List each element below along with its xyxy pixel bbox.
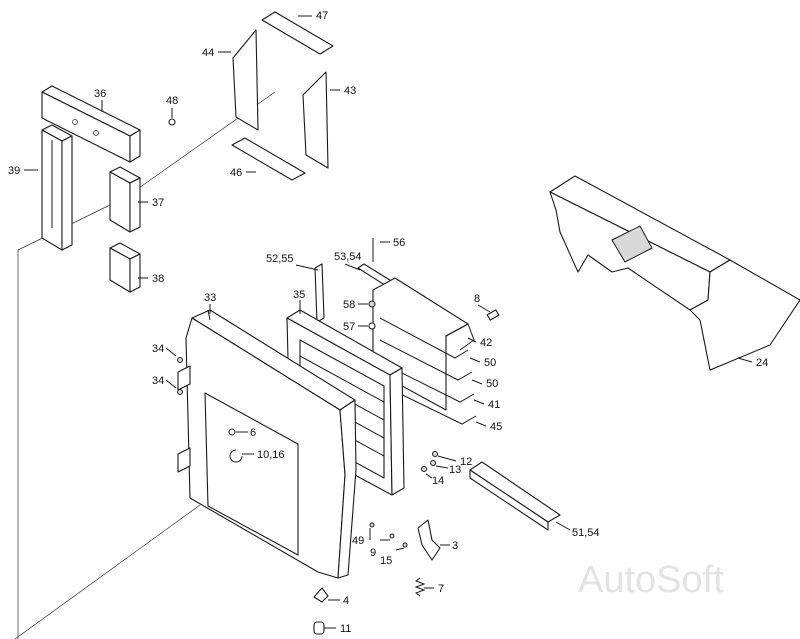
part-48-bolt (168, 118, 176, 126)
callout-49: 49 (352, 535, 364, 547)
part-7-spring (414, 577, 426, 597)
callout-58: 58 (343, 299, 355, 311)
callout-38: 38 (152, 273, 164, 285)
callout-52-55: 52,55 (266, 253, 294, 265)
callout-4: 4 (343, 595, 349, 607)
leader-lines (24, 15, 753, 629)
callout-36: 36 (94, 88, 106, 100)
callout-46: 46 (230, 167, 242, 179)
part-39-upright (41, 124, 73, 251)
callout-33: 33 (204, 292, 216, 304)
callout-34b: 34 (152, 375, 164, 387)
callout-3: 3 (452, 540, 458, 552)
callout-50a: 50 (484, 357, 496, 369)
callout-15: 15 (380, 555, 392, 567)
callout-11: 11 (340, 623, 351, 635)
callout-14: 14 (432, 475, 444, 487)
part-44-side-panel-left (232, 29, 259, 131)
part-24-shroud (549, 175, 800, 371)
callout-9: 9 (370, 547, 376, 559)
callout-50b: 50 (486, 378, 498, 390)
part-11-cap (313, 621, 325, 635)
callout-56: 56 (393, 237, 405, 249)
part-36-block (41, 85, 141, 163)
callout-51-54: 51,54 (572, 527, 600, 539)
callout-53-54: 53,54 (334, 251, 362, 263)
part-8-screw (486, 309, 500, 321)
callout-43: 43 (344, 85, 356, 97)
callout-45: 45 (490, 421, 502, 433)
callout-8: 8 (474, 293, 480, 305)
watermark-text: AutoSoft (578, 559, 724, 601)
callout-labels: 47 44 43 46 36 48 39 37 38 56 52,55 53,5… (8, 10, 768, 635)
callout-41: 41 (488, 399, 500, 411)
part-46-bottom-plate (231, 137, 306, 181)
callout-10-16: 10,16 (257, 449, 285, 461)
callout-6: 6 (250, 427, 256, 439)
callout-35: 35 (293, 289, 305, 301)
callout-7: 7 (438, 583, 444, 595)
callout-47: 47 (316, 10, 328, 22)
callout-34a: 34 (152, 343, 164, 355)
hardware-fasteners (177, 300, 438, 548)
callout-37: 37 (152, 197, 164, 209)
part-38-block (109, 242, 141, 293)
callout-57: 57 (343, 321, 355, 333)
part-43-side-panel-right (302, 71, 329, 169)
callout-48: 48 (166, 95, 178, 107)
part-37-block (109, 166, 141, 233)
callout-13: 13 (449, 464, 461, 476)
part-4-catch (313, 587, 329, 603)
callout-12: 12 (460, 456, 472, 468)
part-47-top-plate (261, 11, 334, 55)
callout-24: 24 (756, 357, 768, 369)
part-51-54-seal (469, 461, 561, 531)
part-3-lever (417, 519, 441, 561)
part-33-main-frame (177, 309, 357, 579)
callout-39: 39 (8, 165, 20, 177)
callout-42: 42 (480, 337, 492, 349)
callout-44: 44 (202, 47, 214, 59)
part-52-55-rail (314, 263, 325, 323)
